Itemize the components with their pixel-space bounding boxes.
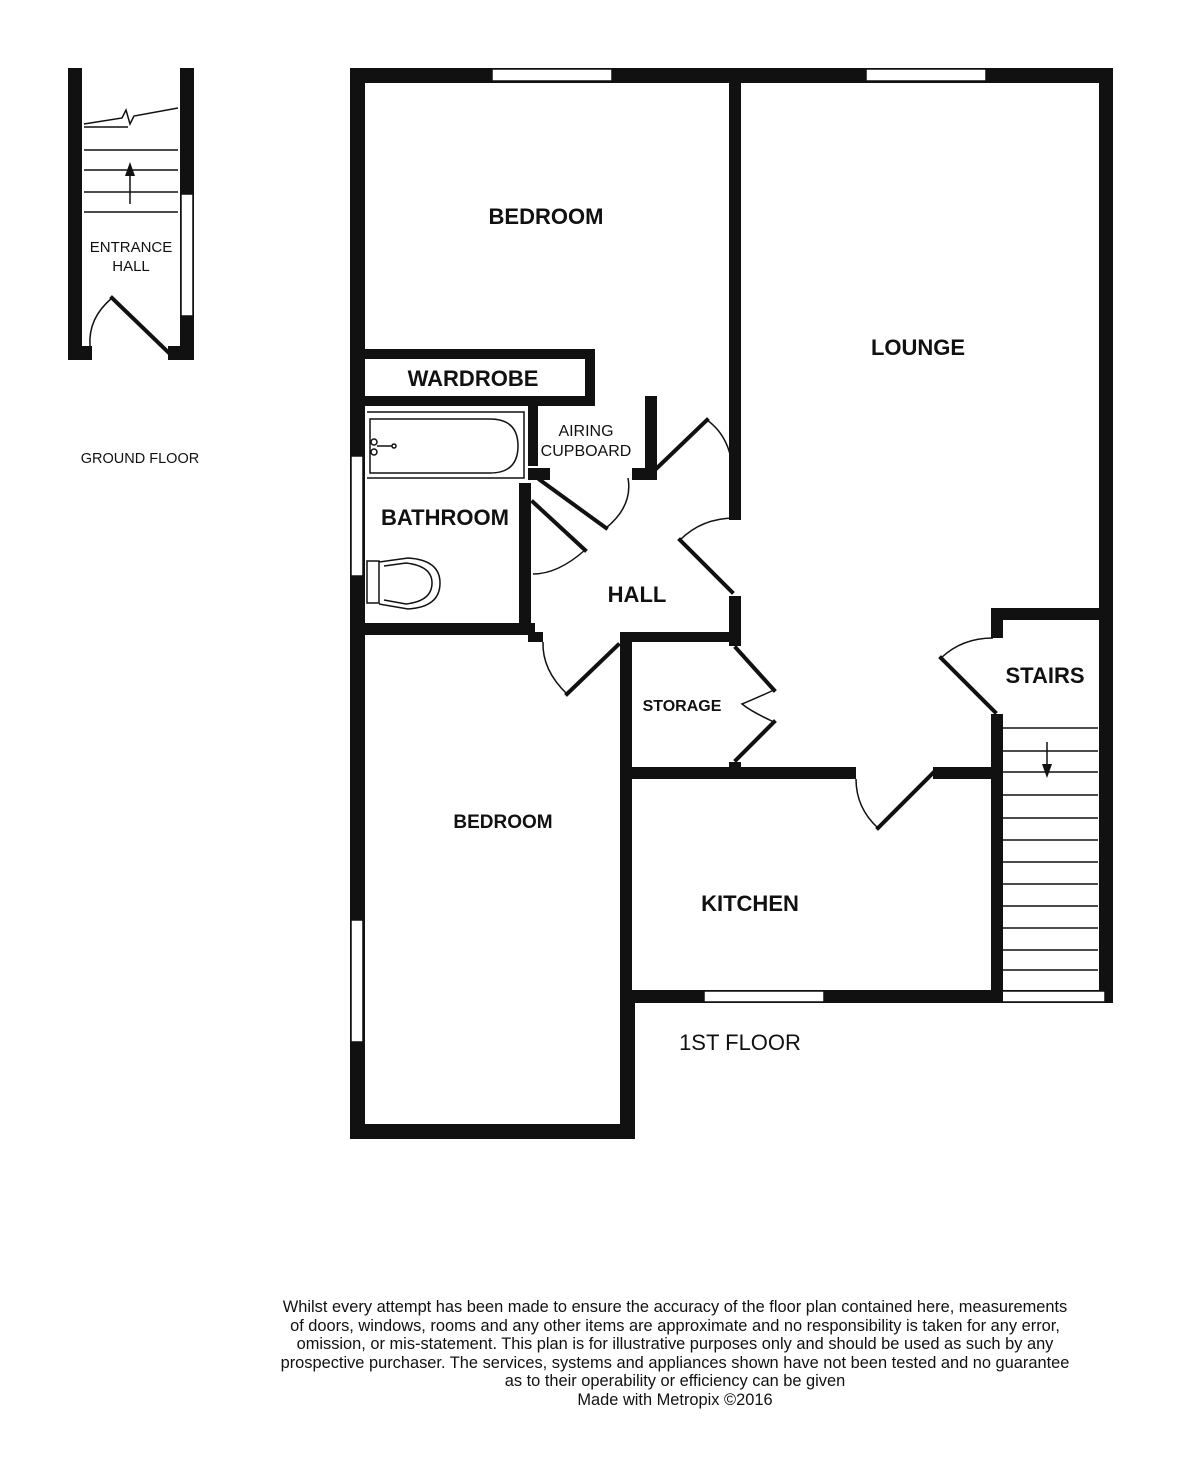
staircase-ground bbox=[83, 107, 179, 213]
first-floor-plan: BEDROOM LOUNGE WARDROBE AIRING CUPBOARD … bbox=[350, 68, 1113, 1139]
lounge-label: LOUNGE bbox=[871, 335, 965, 360]
wall bbox=[632, 468, 656, 480]
wall bbox=[729, 68, 741, 520]
bedroom-1-label: BEDROOM bbox=[489, 204, 604, 229]
wall bbox=[350, 623, 535, 635]
wall bbox=[991, 608, 1003, 638]
wall bbox=[168, 346, 194, 360]
wall bbox=[729, 596, 741, 642]
airing-cupboard-label: CUPBOARD bbox=[541, 443, 632, 460]
wall bbox=[528, 396, 538, 466]
disclaimer-line: Whilst every attempt has been made to en… bbox=[282, 1298, 1068, 1316]
entrance-hall-label: HALL bbox=[112, 258, 150, 275]
window bbox=[865, 68, 987, 82]
window bbox=[350, 919, 364, 1043]
wall bbox=[620, 632, 632, 1002]
wall bbox=[585, 349, 595, 399]
wall bbox=[991, 714, 1003, 1003]
wall bbox=[350, 1124, 635, 1139]
door-bedroom-1[interactable] bbox=[654, 417, 734, 477]
wall bbox=[528, 468, 550, 480]
toilet bbox=[366, 557, 441, 610]
door-bathroom[interactable] bbox=[530, 499, 588, 575]
wall bbox=[350, 396, 595, 406]
credit-line: Made with Metropix ©2016 bbox=[577, 1390, 773, 1409]
wall bbox=[933, 767, 1001, 779]
wall bbox=[729, 762, 741, 768]
door-storage[interactable] bbox=[733, 645, 777, 763]
window bbox=[350, 455, 364, 577]
entrance-hall-label: ENTRANCE bbox=[90, 239, 173, 256]
wall bbox=[519, 483, 531, 635]
wall bbox=[991, 608, 1113, 620]
stair-arrow-down-icon bbox=[1042, 764, 1052, 778]
door-airing-cupboard[interactable] bbox=[537, 477, 630, 531]
bathtub bbox=[367, 411, 525, 479]
staircase-first bbox=[1003, 727, 1098, 971]
door-bedroom-2[interactable] bbox=[542, 641, 621, 697]
disclaimer-line: prospective purchaser. The services, sys… bbox=[280, 1353, 1070, 1372]
disclaimer: Whilst every attempt has been made to en… bbox=[180, 1298, 1170, 1410]
wall bbox=[620, 767, 856, 779]
wall bbox=[729, 642, 741, 646]
bedroom-2-label: BEDROOM bbox=[453, 812, 552, 833]
door-lounge[interactable] bbox=[677, 517, 736, 595]
door-kitchen[interactable] bbox=[855, 770, 936, 831]
window bbox=[491, 68, 613, 82]
ground-floor-plan: ENTRANCE HALL GROUND FLOOR bbox=[68, 68, 199, 467]
wall bbox=[620, 632, 741, 642]
disclaimer-line: of doors, windows, rooms and any other i… bbox=[290, 1316, 1060, 1335]
window bbox=[994, 990, 1106, 1003]
storage-label: STORAGE bbox=[643, 698, 722, 715]
window bbox=[703, 990, 825, 1003]
airing-cupboard-label: AIRING bbox=[558, 423, 613, 440]
wall bbox=[1099, 68, 1113, 1003]
wall bbox=[350, 68, 365, 1139]
wall bbox=[68, 346, 92, 360]
wall bbox=[68, 68, 82, 360]
disclaimer-line: omission, or mis-statement. This plan is… bbox=[296, 1335, 1054, 1354]
wall bbox=[350, 349, 595, 359]
wardrobe-label: WARDROBE bbox=[408, 366, 539, 391]
first-floor-label: 1ST FLOOR bbox=[679, 1030, 801, 1055]
stairs-label: STAIRS bbox=[1005, 663, 1084, 688]
bathroom-label: BATHROOM bbox=[381, 505, 509, 530]
door-stairs[interactable] bbox=[938, 637, 998, 715]
wall bbox=[645, 396, 657, 480]
entrance-door[interactable] bbox=[109, 295, 171, 355]
wall bbox=[528, 632, 543, 642]
window bbox=[180, 193, 194, 317]
disclaimer-line: as to their operability or efficiency ca… bbox=[504, 1372, 846, 1391]
hall-label: HALL bbox=[608, 582, 667, 607]
kitchen-label: KITCHEN bbox=[701, 891, 799, 916]
door-swing bbox=[89, 297, 113, 347]
stair-arrow-up-icon bbox=[125, 162, 135, 176]
wall bbox=[620, 990, 635, 1139]
ground-floor-label: GROUND FLOOR bbox=[81, 451, 199, 467]
